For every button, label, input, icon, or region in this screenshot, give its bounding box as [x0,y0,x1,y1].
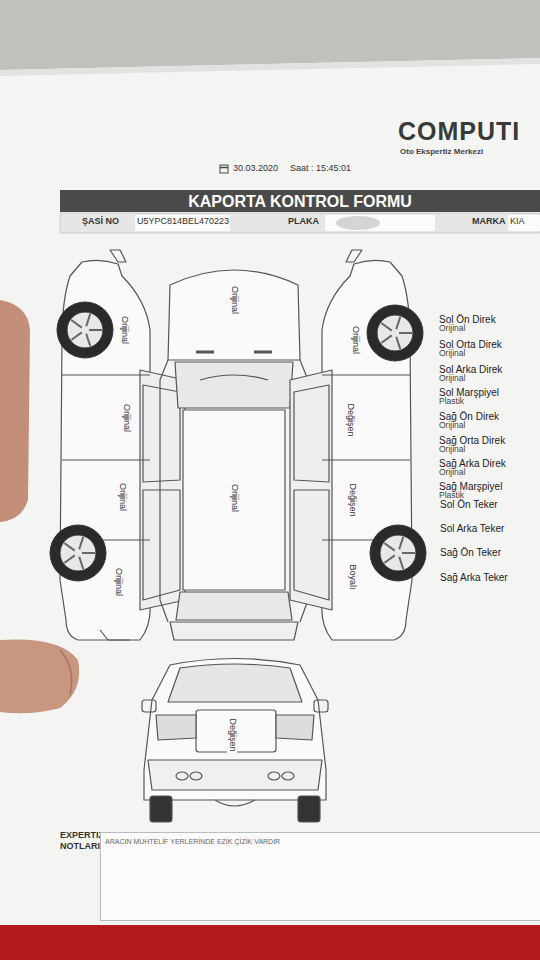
part-status: Orijinal [439,324,465,333]
time: Saat : 15:45:01 [290,164,351,174]
part-status: Orijinal [439,445,465,454]
rim-spoke [384,555,395,563]
panel-status: Orijinal [119,314,129,346]
notes-text: ARACIN MUHTELİF YERLERİNDE EZİK ÇİZİK VA… [105,838,540,845]
rim-spoke [86,334,90,346]
part-status: Orijinal [439,349,465,358]
panel-status: Orijinal [113,566,123,598]
rim [377,315,413,351]
panel-status: Orijinal [229,284,239,316]
rim-spoke [86,314,90,326]
form-title: KAPORTA KONTROL FORMU [60,193,540,211]
rim [67,312,103,348]
rim-spoke [399,557,403,569]
rim-spoke [399,332,412,334]
notes-box: ARACIN MUHTELİF YERLERİNDE EZİK ÇİZİK VA… [100,832,540,921]
tire [370,525,426,581]
panel-status: Orijinal [229,482,239,514]
rim-spoke [89,329,102,331]
panel-status: Orijinal [121,402,131,434]
notes-area: EXPERTIZ NOTLARI ARACIN MUHTELİF YERLERİN… [58,826,540,921]
date: 30.03.2020 [233,164,278,174]
logo-subtitle: Oto Ekspertiz Merkezi [400,148,483,157]
chassis-number: U5YPC814BEL470223 [137,217,229,227]
wheel-name: Sol Arka Teker [440,523,504,534]
rim-spoke [64,555,75,563]
field-label: ŞASİ NO [82,217,119,227]
tire [57,302,113,358]
part-status: Orijinal [439,421,465,430]
brand: KIA [510,217,525,227]
field-label: MARKA [472,217,506,227]
wheel-name: Sol Ön Teker [440,499,498,510]
panel-status: Boyalı [347,562,357,591]
field-label: PLAKA [288,217,319,227]
rim [60,535,96,571]
rim-spoke [381,323,392,331]
part-status: Plastik [439,491,464,500]
rim-spoke [79,537,83,549]
rim-spoke [64,543,75,551]
title-band: KAPORTA KONTROL FORMU [60,190,540,212]
rim-spoke [396,337,400,349]
panel-status: Değişen [227,716,237,753]
panel-status: Orijinal [350,324,360,356]
part-status: Orijinal [439,374,465,383]
rim-spoke [79,557,83,569]
part-status: Orijinal [439,468,465,477]
part-status: Plastik [439,397,464,406]
rim [380,535,416,571]
wheel-name: Sağ Ön Teker [440,547,501,558]
panel-status: Değişen [347,481,357,518]
rim-spoke [71,320,82,328]
rim-spoke [399,537,403,549]
rim-spoke [384,543,395,551]
rim-spoke [381,335,392,343]
rim-spoke [402,552,415,554]
logo-text: COMPUTI [398,118,520,146]
wheel-name: Sağ Arka Teker [440,572,508,583]
tire [50,525,106,581]
rim-spoke [396,317,400,329]
panel-status: Orijinal [117,481,127,513]
tire [367,305,423,361]
rim-spoke [82,552,95,554]
notes-heading: EXPERTIZ NOTLARI [60,830,100,852]
panel-status: Değişen [345,401,355,438]
rim-spoke [71,332,82,340]
